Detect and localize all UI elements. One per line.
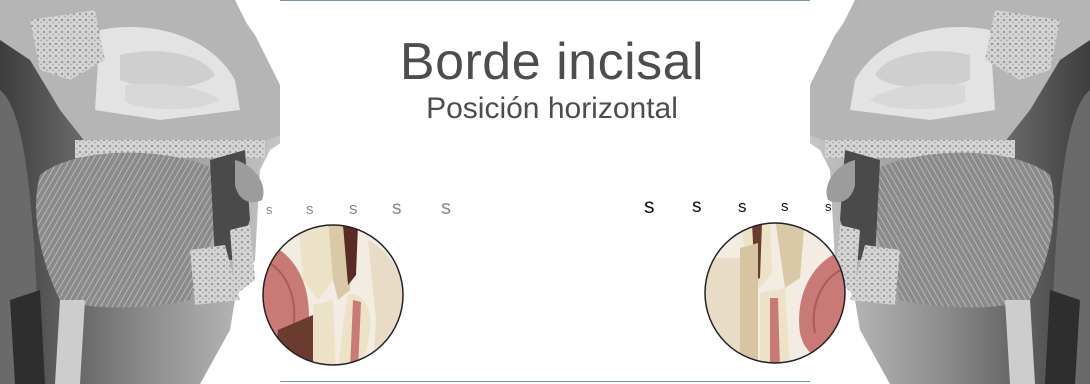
title: Borde incisal (0, 32, 1090, 92)
right-sound-letter: s (692, 196, 702, 218)
left-sound-letter: s (441, 197, 451, 220)
right-sound-letter: s (738, 197, 747, 217)
left-sound-letter: s (392, 198, 402, 220)
right-incisor-zoom-inset (700, 218, 850, 368)
left-sound-letter: s (306, 201, 314, 218)
left-sound-letter: s (266, 202, 273, 217)
subtitle: Posición horizontal (0, 92, 1090, 126)
left-sound-letter: s (349, 199, 358, 219)
right-sound-letter: s (644, 195, 655, 219)
left-incisor-zoom-inset (258, 220, 408, 370)
right-sound-letter: s (825, 199, 832, 214)
right-sound-letter: s (781, 198, 789, 215)
